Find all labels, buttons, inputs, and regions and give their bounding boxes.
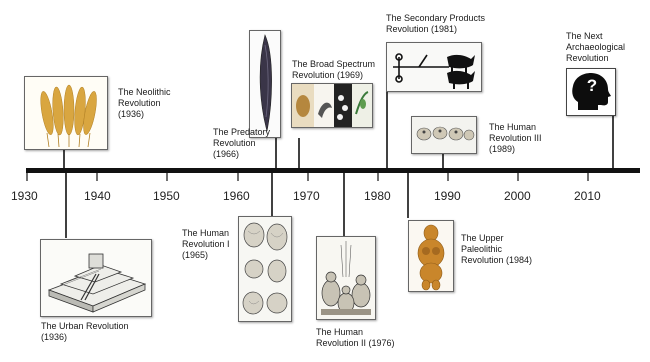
label-next: The Next Archaeological Revolution xyxy=(566,31,625,64)
year-ticks xyxy=(27,173,588,181)
cave-scene-image xyxy=(316,236,376,320)
plough-oxen-icon xyxy=(387,43,481,91)
plough-image xyxy=(386,42,482,92)
wheat-icon xyxy=(25,77,107,149)
label-urban: The Urban Revolution (1936) xyxy=(41,321,129,343)
question-mark-symbol: ? xyxy=(582,75,602,97)
flint-blade-icon xyxy=(250,31,280,137)
year-label-2000: 2000 xyxy=(504,189,531,203)
year-label-1950: 1950 xyxy=(153,189,180,203)
next-revolution-image: ? xyxy=(566,68,616,116)
ziggurat-icon xyxy=(41,240,151,316)
venus-figurine-image xyxy=(408,220,454,292)
year-label-1990: 1990 xyxy=(434,189,461,203)
label-neolithic: The Neolithic Revolution (1936) xyxy=(118,87,171,120)
venus-figurine-icon xyxy=(409,221,453,291)
label-human3: The Human Revolution III (1989) xyxy=(489,122,542,155)
label-upper: The Upper Paleolithic Revolution (1984) xyxy=(461,233,532,266)
label-human2: The Human Revolution II (1976) xyxy=(316,327,395,349)
label-human1: The Human Revolution I (1965) xyxy=(182,228,230,261)
broad-spectrum-image xyxy=(291,83,373,128)
ziggurat-image xyxy=(40,239,152,317)
year-label-1970: 1970 xyxy=(293,189,320,203)
flint-image xyxy=(249,30,281,138)
label-predatory: The Predatory Revolution (1966) xyxy=(213,127,270,160)
label-secondary: The Secondary Products Revolution (1981) xyxy=(386,13,485,35)
year-label-2010: 2010 xyxy=(574,189,601,203)
stone-tools-image xyxy=(238,216,292,322)
label-broad: The Broad Spectrum Revolution (1969) xyxy=(292,59,375,81)
shells-image xyxy=(411,116,477,154)
cave-people-icon xyxy=(317,237,375,319)
year-label-1960: 1960 xyxy=(223,189,250,203)
stone-tools-icon xyxy=(239,217,291,321)
wheat-image xyxy=(24,76,108,150)
shell-beads-icon xyxy=(412,117,476,153)
timeline-axis xyxy=(26,168,640,173)
year-label-1980: 1980 xyxy=(364,189,391,203)
year-label-1930: 1930 xyxy=(11,189,38,203)
animals-plants-icon xyxy=(292,84,372,127)
year-label-1940: 1940 xyxy=(84,189,111,203)
